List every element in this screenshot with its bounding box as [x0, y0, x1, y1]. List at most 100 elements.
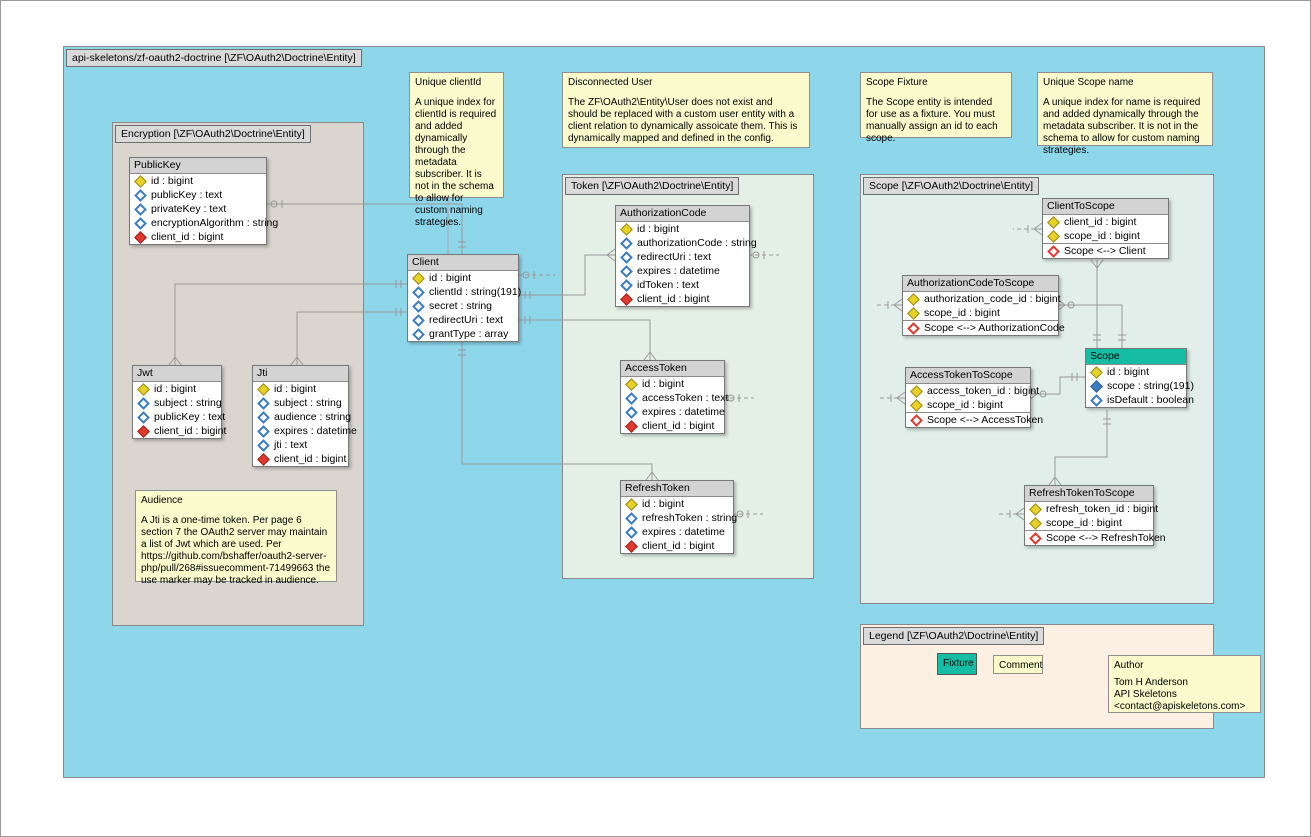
- field-row[interactable]: client_id : bigint: [130, 230, 266, 244]
- field-row[interactable]: id : bigint: [621, 497, 733, 511]
- field-row[interactable]: Scope <--> Client: [1043, 243, 1168, 258]
- field-label: redirectUri : text: [429, 314, 504, 326]
- field-label: client_id : bigint: [642, 420, 715, 432]
- field-row[interactable]: expires : datetime: [621, 405, 725, 419]
- region-encryption-tab[interactable]: Encryption [\ZF\OAuth2\Doctrine\Entity]: [115, 125, 311, 143]
- field-row[interactable]: idToken : text: [616, 278, 749, 292]
- field-row[interactable]: redirectUri : text: [408, 313, 518, 327]
- field-row[interactable]: scope : string(191): [1086, 379, 1194, 393]
- note-scope-fixture[interactable]: Scope Fixture The Scope entity is intend…: [860, 72, 1012, 144]
- field-row[interactable]: refreshToken : string: [621, 511, 737, 525]
- field-row[interactable]: Scope <--> AuthorizationCode: [903, 320, 1065, 335]
- primary-key-icon: [137, 382, 150, 396]
- field-row[interactable]: expires : datetime: [616, 264, 749, 278]
- table-title[interactable]: Jwt: [133, 366, 221, 382]
- table-title[interactable]: PublicKey: [130, 158, 266, 174]
- field-row[interactable]: id : bigint: [621, 377, 724, 391]
- field-row[interactable]: id : bigint: [1086, 365, 1186, 379]
- field-row[interactable]: scope_id : bigint: [906, 398, 1030, 412]
- field-row[interactable]: client_id : bigint: [616, 292, 749, 306]
- table-title[interactable]: AccessToken: [621, 361, 724, 377]
- field-row[interactable]: scope_id : bigint: [903, 306, 1058, 320]
- table-title[interactable]: ClientToScope: [1043, 199, 1168, 215]
- field-row[interactable]: expires : datetime: [253, 424, 357, 438]
- attribute-icon: [257, 410, 270, 424]
- field-row[interactable]: client_id : bigint: [133, 424, 226, 438]
- field-label: scope_id : bigint: [1064, 230, 1140, 242]
- field-row[interactable]: clientId : string(191): [408, 285, 521, 299]
- note-unique-scope-name[interactable]: Unique Scope name A unique index for nam…: [1037, 72, 1213, 156]
- field-row[interactable]: publicKey : text: [133, 410, 225, 424]
- table-title[interactable]: Client: [408, 255, 518, 271]
- relation-icon: [910, 413, 923, 427]
- field-row[interactable]: id : bigint: [253, 382, 348, 396]
- diagram-canvas[interactable]: api-skeletons/zf-oauth2-doctrine [\ZF\OA…: [63, 46, 1265, 778]
- field-row[interactable]: id : bigint: [408, 271, 518, 285]
- note-body: A Jti is a one-time token. Per page 6 se…: [141, 515, 331, 586]
- table-title[interactable]: AccessTokenToScope: [906, 368, 1030, 384]
- field-row[interactable]: authorizationCode : string: [616, 236, 757, 250]
- field-label: scope_id : bigint: [927, 399, 1003, 411]
- field-row[interactable]: grantType : array: [408, 327, 518, 341]
- field-row[interactable]: client_id : bigint: [621, 539, 733, 553]
- note-title: Scope Fixture: [866, 77, 928, 88]
- field-row[interactable]: access_token_id : bigint: [906, 384, 1039, 398]
- field-row[interactable]: client_id : bigint: [621, 419, 724, 433]
- field-row[interactable]: subject : string: [133, 396, 222, 410]
- table-title[interactable]: AuthorizationCode: [616, 206, 749, 222]
- table-title[interactable]: Jti: [253, 366, 348, 382]
- foreign-key-icon: [625, 539, 638, 553]
- field-row[interactable]: encryptionAlgorithm : string: [130, 216, 278, 230]
- field-row[interactable]: authorization_code_id : bigint: [903, 292, 1061, 306]
- field-row[interactable]: Scope <--> AccessToken: [906, 412, 1043, 427]
- field-row[interactable]: scope_id : bigint: [1025, 516, 1153, 530]
- field-row[interactable]: jti : text: [253, 438, 348, 452]
- field-row[interactable]: Scope <--> RefreshToken: [1025, 530, 1166, 545]
- field-row[interactable]: scope_id : bigint: [1043, 229, 1168, 243]
- field-row[interactable]: redirectUri : text: [616, 250, 749, 264]
- region-legend-tab[interactable]: Legend [\ZF\OAuth2\Doctrine\Entity]: [863, 627, 1045, 645]
- region-scope-tab[interactable]: Scope [\ZF\OAuth2\Doctrine\Entity]: [863, 177, 1039, 195]
- field-row[interactable]: id : bigint: [616, 222, 749, 236]
- region-legend[interactable]: Legend [\ZF\OAuth2\Doctrine\Entity] Fixt…: [860, 624, 1261, 729]
- table-title[interactable]: RefreshToken: [621, 481, 733, 497]
- field-row[interactable]: privateKey : text: [130, 202, 266, 216]
- field-row[interactable]: client_id : bigint: [1043, 215, 1168, 229]
- region-token-tab[interactable]: Token [\ZF\OAuth2\Doctrine\Entity]: [565, 177, 740, 195]
- primary-key-icon: [412, 271, 425, 285]
- diagram-title-tab[interactable]: api-skeletons/zf-oauth2-doctrine [\ZF\OA…: [66, 49, 362, 67]
- field-row[interactable]: isDefault : boolean: [1086, 393, 1194, 407]
- field-row[interactable]: audience : string: [253, 410, 351, 424]
- note-disconnected-user[interactable]: Disconnected User The ZF\OAuth2\Entity\U…: [562, 72, 810, 148]
- field-label: expires : datetime: [642, 526, 725, 538]
- field-row[interactable]: publicKey : text: [130, 188, 266, 202]
- field-row[interactable]: subject : string: [253, 396, 348, 410]
- table-title[interactable]: Scope: [1086, 349, 1186, 365]
- field-row[interactable]: client_id : bigint: [253, 452, 348, 466]
- note-unique-clientid[interactable]: Unique clientId A unique index for clien…: [409, 72, 504, 228]
- field-row[interactable]: secret : string: [408, 299, 518, 313]
- field-row[interactable]: accessToken : text: [621, 391, 728, 405]
- note-audience[interactable]: Audience A Jti is a one-time token. Per …: [135, 490, 337, 586]
- table-title[interactable]: AuthorizationCodeToScope: [903, 276, 1058, 292]
- table-title[interactable]: RefreshTokenToScope: [1025, 486, 1153, 502]
- field-row[interactable]: id : bigint: [130, 174, 266, 188]
- field-label: refresh_token_id : bigint: [1046, 503, 1159, 515]
- author-line: <contact@apiskeletons.com>: [1114, 701, 1246, 712]
- field-row[interactable]: expires : datetime: [621, 525, 733, 539]
- field-row[interactable]: refresh_token_id : bigint: [1025, 502, 1158, 516]
- field-row[interactable]: id : bigint: [133, 382, 221, 396]
